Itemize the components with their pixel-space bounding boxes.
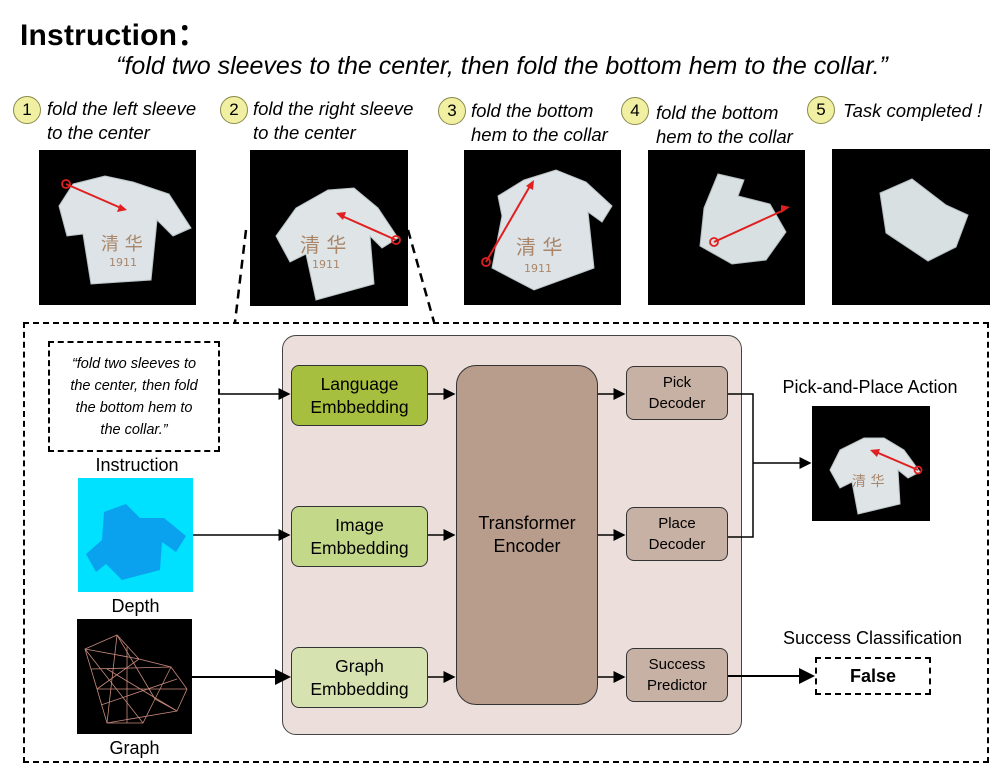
instruction-title: Instruction： (20, 19, 208, 52)
instruction-quote: “fold two sleeves to the center, then fo… (116, 52, 888, 80)
svg-text:清 华: 清 华 (516, 235, 562, 259)
pipeline-frame (23, 322, 989, 763)
graph-image (77, 619, 192, 734)
step-3-photo: 清 华 1911 (464, 150, 621, 305)
step-3-badge: 3 (438, 97, 466, 125)
svg-text:1911: 1911 (524, 262, 552, 275)
svg-text:清 华: 清 华 (852, 474, 884, 490)
step-5-label: Task completed ! (843, 100, 983, 121)
step-2-badge: 2 (220, 96, 248, 124)
classification-result-box: False (815, 657, 931, 695)
step-2-photo: 清 华 1911 (250, 150, 408, 306)
instruction-input-box: “fold two sleeves to the center, then fo… (48, 341, 220, 452)
step-1-badge: 1 (13, 96, 41, 124)
classification-caption: Success Classification (782, 628, 963, 648)
graph-caption: Graph (109, 738, 160, 758)
step-5-photo (832, 149, 990, 305)
step-4-photo (648, 150, 805, 305)
step-5-badge: 5 (807, 96, 835, 124)
svg-text:1911: 1911 (312, 258, 340, 271)
step-1-photo: 清 华 1911 (39, 150, 196, 305)
depth-image (78, 478, 193, 592)
step-4-badge: 4 (621, 97, 649, 125)
instruction-caption: Instruction (95, 455, 179, 475)
action-caption: Pick-and-Place Action (782, 377, 958, 397)
shirt-print-text: 清 华 (101, 234, 143, 255)
shirt-print-year: 1911 (109, 256, 137, 269)
action-photo: 清 华 (812, 406, 930, 521)
svg-text:清 华: 清 华 (300, 233, 346, 257)
depth-caption: Depth (111, 596, 160, 616)
